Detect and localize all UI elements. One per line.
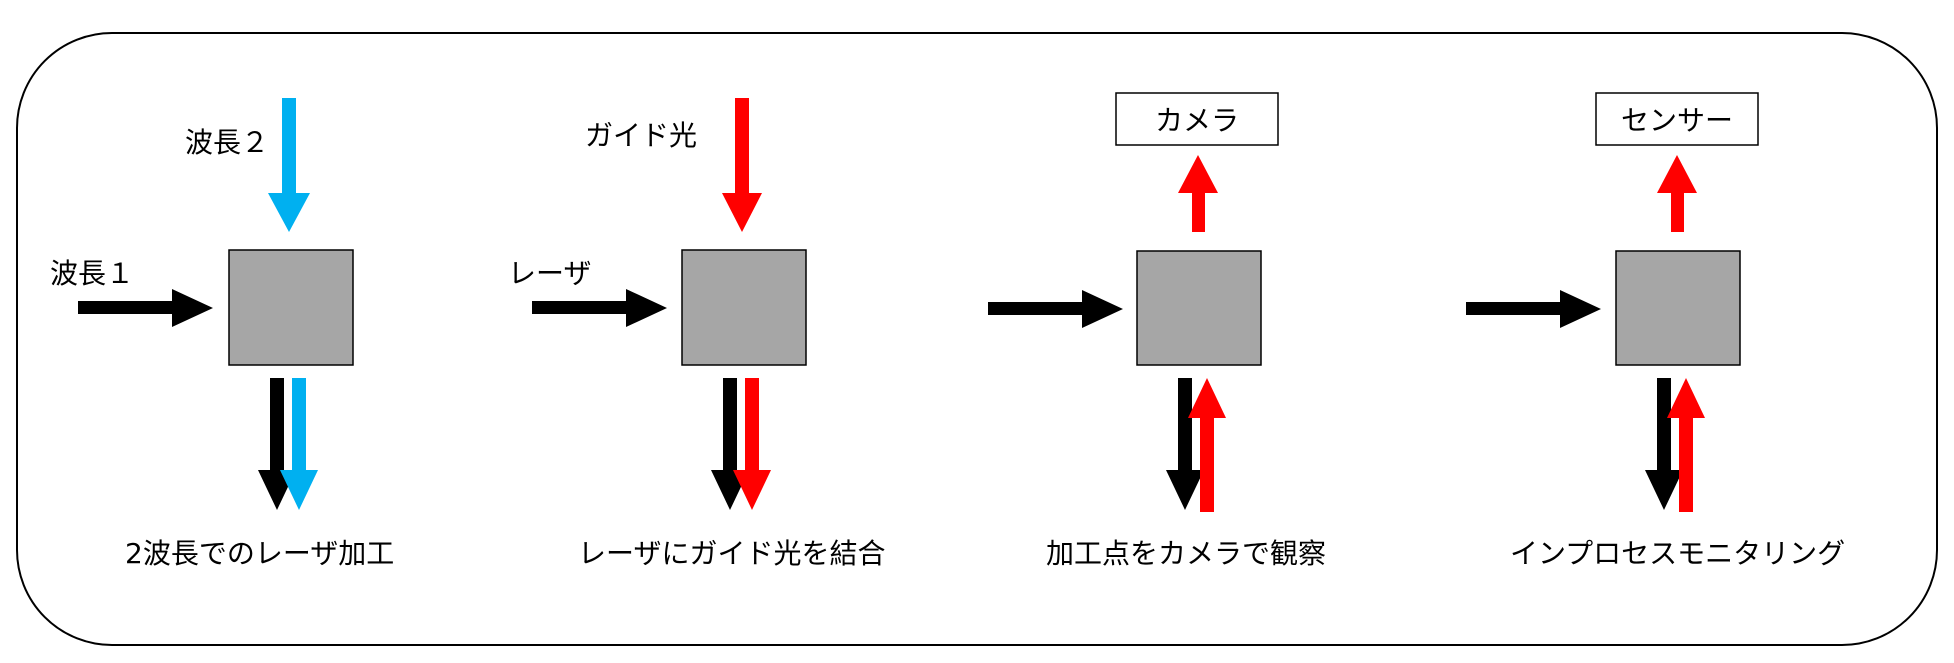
arrow-laser-in-4 [1466,290,1601,328]
camera-box [1115,92,1279,146]
outer-frame [16,32,1938,646]
camera-label: カメラ [1155,104,1239,137]
sensor-box [1595,92,1759,146]
caption-panel-1: 2波長でのレーザ加工 [125,537,394,570]
arrow-to-sensor [1657,155,1697,232]
panel-guide-light: ガイド光 レーザ レーザにガイド光を結合 [508,98,885,570]
label-wavelength-1: 波長１ [50,257,134,290]
arrow-output-red-2 [733,378,771,510]
arrow-output-black-4 [1645,378,1683,510]
arrow-output-black-3 [1166,378,1204,510]
label-wavelength-2: 波長２ [185,126,269,159]
optical-element-4 [1615,250,1741,366]
panel-camera: カメラ 加工点をカメラで観察 [988,92,1326,570]
sensor-label: センサー [1621,104,1733,137]
caption-panel-3: 加工点をカメラで観察 [1046,537,1326,570]
label-laser: レーザ [508,257,591,290]
caption-panel-2: レーザにガイド光を結合 [578,537,885,570]
arrow-guide-light-in [722,98,762,232]
arrow-laser-in [532,289,667,327]
optical-element-3 [1136,250,1262,366]
optical-element-1 [228,249,354,366]
panel-sensor: センサー インプロセスモニタリング [1466,92,1845,570]
arrow-laser-in-3 [988,290,1123,328]
optical-element-2 [681,249,807,366]
arrow-return-red-3 [1188,378,1226,512]
label-guide-light: ガイド光 [585,119,697,152]
panel-dual-wavelength: 波長２ 波長１ 2波長でのレーザ加工 [50,98,394,570]
arrow-return-red-4 [1667,378,1705,512]
arrow-wavelength-1-in [78,289,213,327]
arrow-wavelength-2-in [268,98,310,232]
arrow-output-blue-1 [280,378,318,510]
caption-panel-4: インプロセスモニタリング [1510,537,1845,570]
arrow-to-camera [1178,155,1218,232]
